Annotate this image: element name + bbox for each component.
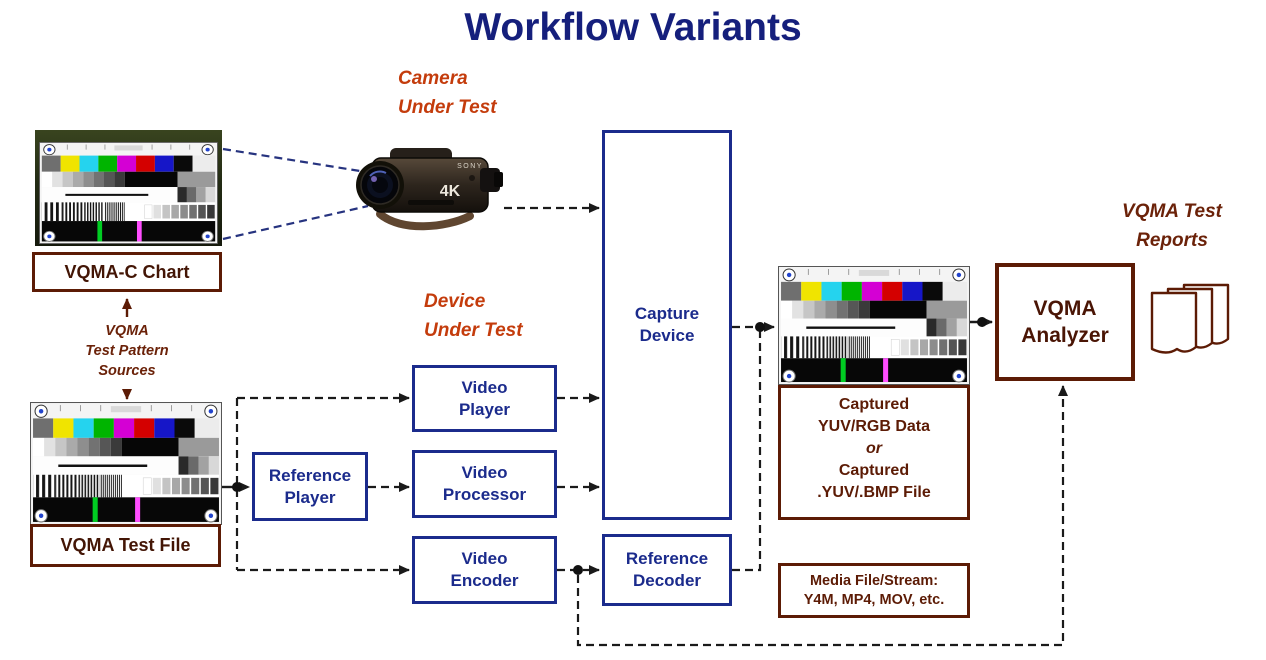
reference-decoder-box: Reference Decoder bbox=[602, 534, 732, 606]
media-file-box: Media File/Stream: Y4M, MP4, MOV, etc. bbox=[778, 563, 970, 618]
video-processor-box: Video Processor bbox=[412, 450, 557, 518]
video-encoder-box: Video Encoder bbox=[412, 536, 557, 604]
vqma-c-chart-box: VQMA-C Chart bbox=[32, 252, 222, 292]
capture-device-box: Capture Device bbox=[602, 130, 732, 520]
video-player-box: Video Player bbox=[412, 365, 557, 432]
vqma-test-file-box: VQMA Test File bbox=[30, 524, 221, 567]
reports-documents-icon bbox=[1150, 283, 1230, 354]
test-pattern-image bbox=[30, 402, 222, 525]
pattern-sources-label: VQMA Test Pattern Sources bbox=[85, 323, 169, 379]
test-pattern-image bbox=[778, 266, 970, 385]
junction-dot-encoder bbox=[573, 565, 583, 575]
vqma-analyzer-box: VQMA Analyzer bbox=[995, 263, 1135, 381]
camera-brand-label: SONY bbox=[457, 163, 483, 170]
connector-decoder-to-junction bbox=[732, 327, 762, 572]
camera-4k-badge: 4K bbox=[440, 183, 461, 200]
vqma-test-file-image bbox=[30, 402, 222, 525]
junction-dot-analyzer bbox=[977, 317, 987, 327]
junction-dot-testfile bbox=[232, 482, 242, 492]
camera-under-test-label: Camera Under Test bbox=[398, 68, 497, 118]
junction-dot-capture bbox=[755, 322, 765, 332]
connector-chart-to-camera-top bbox=[222, 147, 361, 173]
camera-icon: 4K SONY bbox=[356, 148, 503, 231]
vqma-c-chart-photo bbox=[35, 130, 222, 246]
reference-player-box: Reference Player bbox=[252, 452, 368, 521]
test-reports-label: VQMA Test Reports bbox=[1122, 201, 1222, 251]
page-title: Workflow Variants bbox=[464, 6, 802, 49]
captured-image bbox=[778, 266, 970, 385]
test-pattern-image bbox=[39, 142, 218, 244]
device-under-test-label: Device Under Test bbox=[424, 291, 523, 341]
captured-data-box: Captured YUV/RGB Data or Captured .YUV/.… bbox=[778, 385, 970, 520]
